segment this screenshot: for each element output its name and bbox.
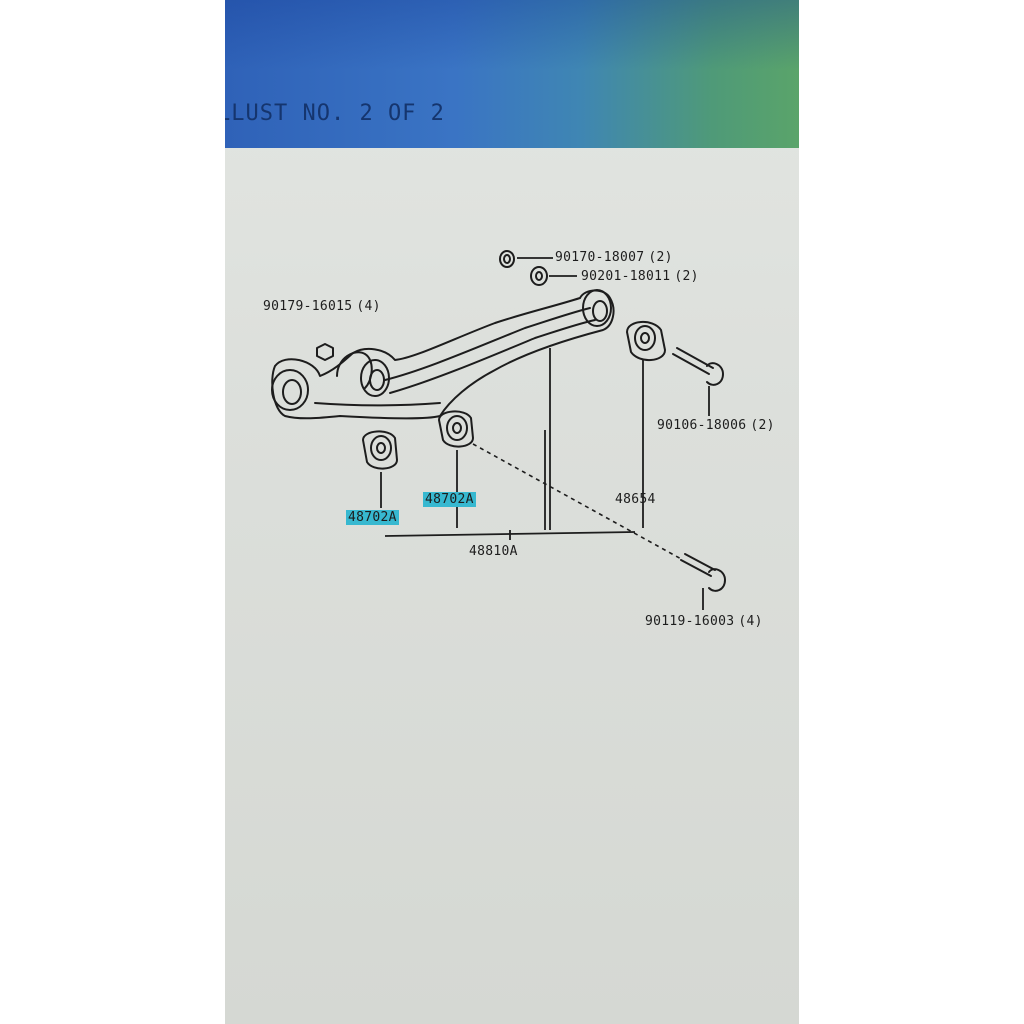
label-90201: 90201-18011(2): [581, 269, 699, 284]
label-90170: 90170-18007(2): [555, 250, 673, 265]
arm-mount-eye: [360, 359, 390, 397]
part-qty: (2): [674, 269, 699, 284]
arm-rib: [314, 402, 441, 407]
part-number: 90119-16003: [645, 614, 735, 629]
part-qty: (2): [750, 418, 775, 433]
label-90179: 90179-16015(4): [263, 299, 381, 314]
arm-rib: [384, 307, 591, 381]
bolt-90106: [672, 347, 714, 375]
part-number: 48810A: [469, 544, 518, 559]
nut-90170: [499, 250, 515, 268]
bushing-48702a-left: [362, 430, 398, 470]
nut-90179: [316, 343, 334, 361]
label-48810a: 48810A: [469, 544, 518, 559]
illust-label: LLUST NO. 2 OF 2: [225, 101, 445, 126]
part-qty: (4): [738, 614, 763, 629]
part-qty: (4): [356, 299, 381, 314]
bolt-90119: [680, 553, 716, 577]
bushing-48702a-middle: [438, 410, 474, 448]
part-number-highlighted: 48702A: [346, 510, 399, 525]
arm-rib: [389, 319, 596, 394]
bushing-48654: [626, 321, 666, 361]
arm-mount: [336, 351, 373, 389]
part-number: 90179-16015: [263, 299, 353, 314]
label-48654: 48654: [615, 492, 656, 507]
part-number: 48654: [615, 492, 656, 507]
arm-outline: [271, 289, 615, 420]
part-number: 90170-18007: [555, 250, 645, 265]
left-bushing-eye: [271, 369, 309, 411]
screen: LLUST NO. 2 OF 2: [225, 0, 799, 1024]
diagram-drawing: [271, 250, 726, 610]
right-arm-eye: [582, 289, 612, 327]
label-90106: 90106-18006(2): [657, 418, 775, 433]
title-bar: LLUST NO. 2 OF 2: [225, 0, 799, 148]
label-90119: 90119-16003(4): [645, 614, 763, 629]
part-number: 90106-18006: [657, 418, 747, 433]
part-number-highlighted: 48702A: [423, 492, 476, 507]
parts-diagram: 90170-18007(2) 90201-18011(2) 90179-1601…: [225, 148, 799, 1024]
label-48702a-left: 48702A: [346, 510, 399, 525]
part-number: 90201-18011: [581, 269, 671, 284]
label-48702a-middle: 48702A: [423, 492, 476, 507]
part-qty: (2): [648, 250, 673, 265]
washer-90201: [530, 266, 548, 286]
